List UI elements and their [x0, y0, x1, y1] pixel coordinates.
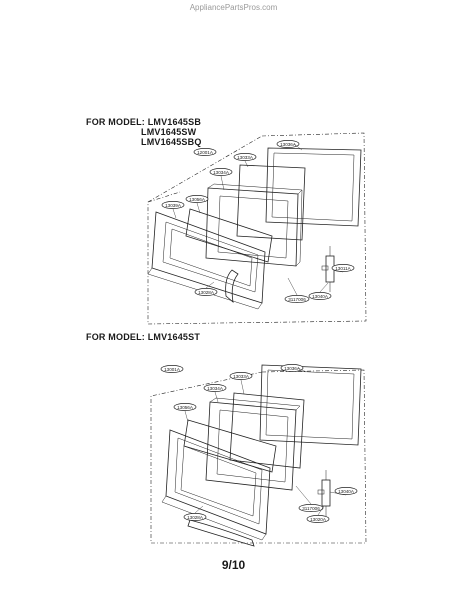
- latch-assembly: [317, 470, 331, 516]
- part-tag: 13020A: [306, 515, 330, 523]
- top-assembly: 12001A 13036A 13033A 13034A 13056A 13039…: [147, 132, 367, 325]
- door-screen-panel: [236, 164, 306, 241]
- svg-text:13040A: 13040A: [312, 294, 329, 299]
- svg-text:13033A: 13033A: [233, 374, 250, 379]
- svg-text:13056A: 13056A: [189, 197, 206, 202]
- svg-text:3117006: 3117006: [302, 506, 320, 511]
- bottom-assembly: 13001A 13036A 13033A 13034A 13056A 13028…: [150, 364, 367, 547]
- svg-text:13020A: 13020A: [310, 517, 327, 522]
- door-inner-frame: [205, 183, 303, 267]
- svg-text:13011A: 13011A: [335, 266, 351, 271]
- svg-text:13028A: 13028A: [198, 290, 215, 295]
- door-handle: [187, 519, 255, 547]
- svg-text:13036A: 13036A: [284, 366, 301, 371]
- part-tag: 13011A: [331, 264, 355, 272]
- part-tag: 3117006: [284, 295, 310, 303]
- svg-text:13034A: 13034A: [207, 386, 224, 391]
- part-tag: 13039A: [161, 201, 185, 209]
- model-title-top-3: LMV1645SBQ: [141, 137, 202, 147]
- door-back-panel: [265, 147, 362, 227]
- svg-text:13033A: 13033A: [237, 155, 254, 160]
- part-tag: 3117006: [298, 504, 324, 512]
- boundary-top: [147, 132, 367, 325]
- model-title-top-2: LMV1645SW: [141, 127, 197, 137]
- door-inner-frame: [205, 397, 301, 491]
- part-tag: 13001A: [160, 365, 184, 373]
- svg-text:13034A: 13034A: [213, 170, 230, 175]
- svg-text:3117006: 3117006: [288, 297, 306, 302]
- svg-text:13028A: 13028A: [187, 515, 204, 520]
- part-tag: 13056A: [173, 403, 197, 411]
- part-tag: 13034A: [203, 384, 227, 392]
- svg-text:13001A: 13001A: [164, 367, 181, 372]
- svg-text:13039A: 13039A: [165, 203, 182, 208]
- part-tag: 13040A: [334, 487, 358, 495]
- door-front-frame: [161, 429, 271, 541]
- part-tag: 13036A: [276, 140, 300, 148]
- part-tag: 12001A: [193, 148, 217, 156]
- svg-text:13040A: 13040A: [338, 489, 355, 494]
- svg-text:13056A: 13056A: [177, 405, 194, 410]
- door-handle: [225, 269, 239, 304]
- model-title-bottom: FOR MODEL: LMV1645ST: [86, 332, 201, 342]
- part-tag: 13033A: [229, 372, 253, 380]
- watermark: AppliancePartsPros.com: [189, 3, 278, 12]
- part-tag: 13040A: [308, 292, 332, 300]
- door-screen-panel: [229, 392, 305, 469]
- part-tag: 13034A: [209, 168, 233, 176]
- model-title-top-1: FOR MODEL: LMV1645SB: [86, 117, 202, 127]
- part-tag: 13028A: [194, 288, 218, 296]
- svg-text:12001A: 12001A: [197, 150, 214, 155]
- svg-text:13036A: 13036A: [280, 142, 297, 147]
- door-glass-panel: [183, 419, 277, 473]
- part-tag: 13033A: [233, 153, 257, 161]
- page-number: 9/10: [221, 558, 246, 572]
- door-glass-panel: [185, 208, 273, 263]
- part-tag: 13028A: [183, 513, 207, 521]
- part-tag: 13056A: [185, 195, 209, 203]
- part-tag: 13036A: [280, 364, 304, 372]
- door-back-panel: [259, 364, 362, 446]
